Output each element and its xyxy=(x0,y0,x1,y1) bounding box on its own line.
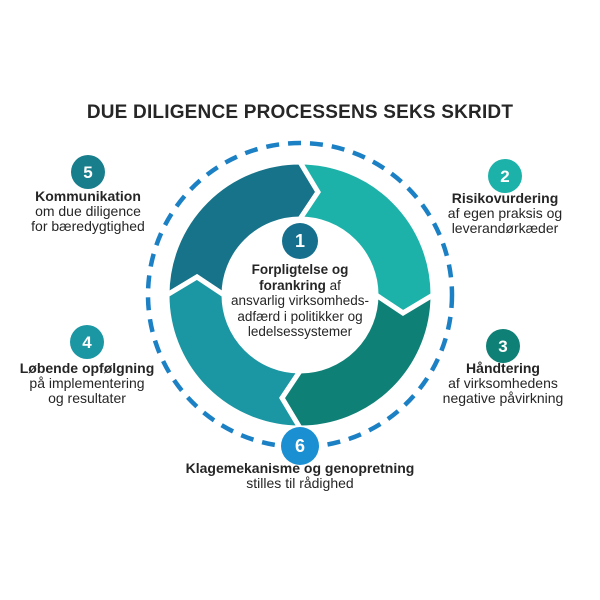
step-3-line3: negative påvirkning xyxy=(442,390,564,406)
step-badge-6: 6 xyxy=(281,427,319,465)
step-label-3: Håndtering af virksomhedens negative påv… xyxy=(418,361,588,406)
step-badge-1: 1 xyxy=(282,223,318,259)
step-5-line3: for bæredygtighed xyxy=(31,218,145,234)
step-1-line2: forankring af xyxy=(259,277,341,293)
dashed-circle xyxy=(145,140,455,450)
step-3-line2: af virksomhedens xyxy=(448,375,558,391)
step-1-line3: ansvarlig virksomheds- xyxy=(230,293,370,308)
step-4-line3: og resultater xyxy=(48,390,126,406)
step-label-4: Løbende opfølgning på implementering og … xyxy=(2,361,172,406)
step-1-line5: ledelsessystemer xyxy=(247,324,353,339)
step-6-title: Klagemekanisme og genopretning xyxy=(185,460,415,476)
step-badge-2: 2 xyxy=(488,159,522,193)
step-label-2: Risikovurdering af egen praksis og lever… xyxy=(425,191,585,236)
step-badge-3: 3 xyxy=(486,329,520,363)
step-4-title: Løbende opfølgning xyxy=(19,360,155,376)
step-2-title: Risikovurdering xyxy=(451,190,559,206)
step-3-title: Håndtering xyxy=(466,360,540,376)
step-1-line1: Forpligtelse og xyxy=(251,262,349,277)
step-4-line2: på implementering xyxy=(29,375,145,391)
step-5-line2: om due diligence xyxy=(35,203,141,219)
step-label-1: Forpligtelse og forankring af ansvarlig … xyxy=(212,262,388,340)
step-2-line3: leverandørkæder xyxy=(451,220,559,236)
step-6-line2: stilles til rådighed xyxy=(246,475,354,491)
step-2-line2: af egen praksis og xyxy=(447,205,563,221)
step-label-5: Kommunikation om due diligence for bæred… xyxy=(8,189,168,234)
step-badge-5: 5 xyxy=(71,155,105,189)
step-1-line4: adfærd i politikker og xyxy=(237,308,363,324)
step-5-title: Kommunikation xyxy=(35,188,141,204)
page-title: DUE DILIGENCE PROCESSENS SEKS SKRIDT xyxy=(86,102,514,123)
step-label-6: Klagemekanisme og genopretning stilles t… xyxy=(150,461,450,491)
center-hub-circle xyxy=(222,217,378,373)
step-badge-4: 4 xyxy=(70,325,104,359)
